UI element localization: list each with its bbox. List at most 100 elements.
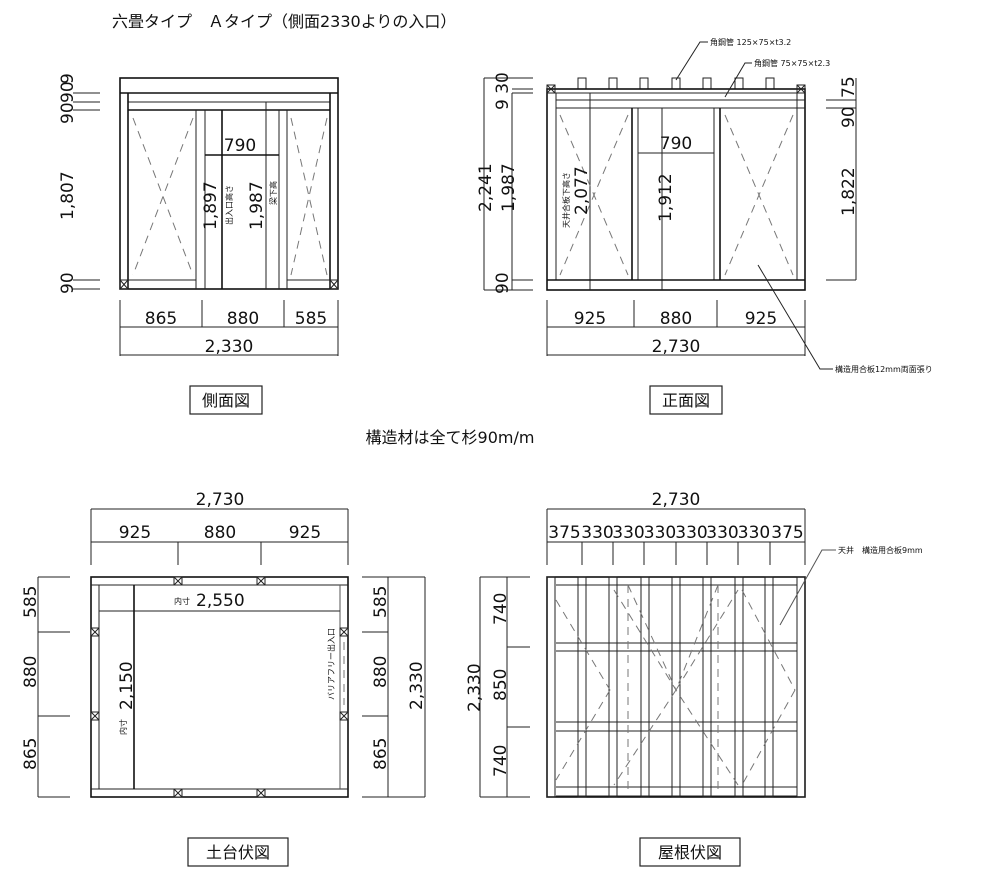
callout-leader <box>757 264 833 370</box>
brace-dashed <box>724 114 794 276</box>
inner-width-value: 2,550 <box>196 591 245 611</box>
front-width-segment: 925 <box>745 309 777 329</box>
brace-dashed <box>559 114 629 276</box>
side-width-segment: 585 <box>295 309 327 329</box>
side-dim-label: 90 <box>58 272 78 294</box>
foundation-right-dim: 585 <box>371 586 391 618</box>
post-marker-cross <box>173 576 183 586</box>
brace-dashed <box>132 117 194 276</box>
roof-rafter-spacing: 330 <box>581 523 613 543</box>
post-marker-cross <box>256 788 266 798</box>
side-view: 790 1,897 出入口高さ 1,987 梁下高 9 90 90 1,807 … <box>58 73 339 415</box>
callout-leader <box>724 62 752 98</box>
post-marker <box>173 788 183 798</box>
front-right-dim: 1,822 <box>839 167 859 216</box>
post-marker-cross <box>90 711 100 721</box>
roof-rafter-spacing: 375 <box>548 523 580 543</box>
side-total-width: 2,330 <box>205 337 254 357</box>
side-dim-label: 90 <box>58 102 78 124</box>
roof-left-dim: 740 <box>491 745 511 777</box>
steel-pipe-end <box>702 77 712 90</box>
post-marker-cross <box>339 627 349 637</box>
callout-plywood-12mm: 構造用合板12mm両面張り <box>835 364 933 374</box>
sheet-title: 六畳タイプ Ａタイプ（側面2330よりの入口） <box>112 12 456 31</box>
roof-rafter-spacing: 330 <box>675 523 707 543</box>
brace-dashed <box>741 589 796 691</box>
front-right-dim: 90 <box>839 106 859 128</box>
foundation-top-dimension-lines <box>90 508 349 565</box>
foundation-width-segment: 925 <box>119 523 151 543</box>
roof-rafter <box>577 576 587 798</box>
callout-leader <box>675 41 708 81</box>
brace-dashed <box>675 589 739 691</box>
front-top-dims: 9 30 <box>493 72 513 110</box>
foundation-left-dim: 585 <box>21 586 41 618</box>
front-door-width: 790 <box>660 134 692 154</box>
side-door-width: 790 <box>224 136 256 156</box>
roof-rafter <box>671 576 681 798</box>
foundation-left-dim: 880 <box>21 656 41 688</box>
inner-depth-value: 2,150 <box>117 661 137 710</box>
front-total-width: 2,730 <box>652 337 701 357</box>
foundation-caption-box <box>187 837 289 867</box>
front-outer-frame <box>546 88 806 291</box>
roof-plan-caption: 屋根伏図 <box>658 843 722 862</box>
roof-rafter <box>546 576 556 798</box>
post-marker <box>256 576 266 586</box>
roof-rafter-spacing: 330 <box>738 523 770 543</box>
foundation-right-dimension-lines <box>362 576 426 798</box>
foundation-plan: 内寸 2,550 2,150 内寸 バリアフリー出入口 2,730 925 88… <box>21 490 427 867</box>
roof-caption-box <box>639 837 741 867</box>
side-bottom-dimension-lines <box>119 300 339 356</box>
side-view-caption-box <box>189 385 263 415</box>
side-door-height-label: 出入口高さ <box>224 185 234 225</box>
steel-pipe-end <box>639 77 649 90</box>
corner-post-marker <box>796 84 806 94</box>
callout-leader <box>779 549 836 626</box>
callout-steel-pipe-125: 角鋼管 125×75×t3.2 <box>710 37 791 47</box>
roof-rafter-spacing: 330 <box>706 523 738 543</box>
front-ceiling-height-label: 天井合板下高さ <box>561 172 571 228</box>
roof-total-depth: 2,330 <box>465 663 485 712</box>
post-marker <box>90 711 100 721</box>
post-marker-cross <box>339 711 349 721</box>
roof-rafter <box>608 576 618 798</box>
front-bottom-dimension-lines <box>546 300 806 356</box>
roof-rafter <box>702 576 712 798</box>
side-door-height: 1,897 <box>201 181 221 230</box>
front-width-segment: 880 <box>660 309 692 329</box>
foundation-left-dimension-lines <box>37 576 70 798</box>
foundation-width-segment: 925 <box>289 523 321 543</box>
entrance-label: バリアフリー出入口 <box>326 628 336 700</box>
brace-dashed <box>555 599 611 691</box>
post-marker <box>339 711 349 721</box>
roof-rafter-spacing: 330 <box>612 523 644 543</box>
corner-post-marker <box>119 279 129 290</box>
corner-post-marker <box>546 84 556 94</box>
roof-rafter <box>734 576 744 798</box>
brace-dashed <box>613 689 677 786</box>
roof-rafter <box>764 576 774 798</box>
foundation-plan-caption: 土台伏図 <box>206 843 270 862</box>
steel-pipe-end <box>577 77 587 90</box>
brace-dashed <box>290 117 328 276</box>
foundation-right-dim: 865 <box>371 738 391 770</box>
post-marker <box>173 576 183 586</box>
post-marker <box>90 627 100 637</box>
roof-left-dim: 740 <box>491 593 511 625</box>
brace-dashed <box>675 689 739 786</box>
front-ceiling-height: 2,077 <box>572 166 592 215</box>
post-marker <box>256 788 266 798</box>
front-wall-height: 1,987 <box>499 163 519 212</box>
side-dim-label: 1,807 <box>58 171 78 220</box>
front-right-dimension-lines <box>826 78 857 281</box>
post-marker <box>339 627 349 637</box>
steel-pipe-end <box>734 77 744 90</box>
roof-rafter <box>796 576 806 798</box>
side-dim-label: 9 <box>58 73 78 84</box>
foundation-total-depth: 2,330 <box>407 661 427 710</box>
roof-rafter-spacing: 330 <box>644 523 676 543</box>
foundation-outer-frame <box>90 576 349 798</box>
